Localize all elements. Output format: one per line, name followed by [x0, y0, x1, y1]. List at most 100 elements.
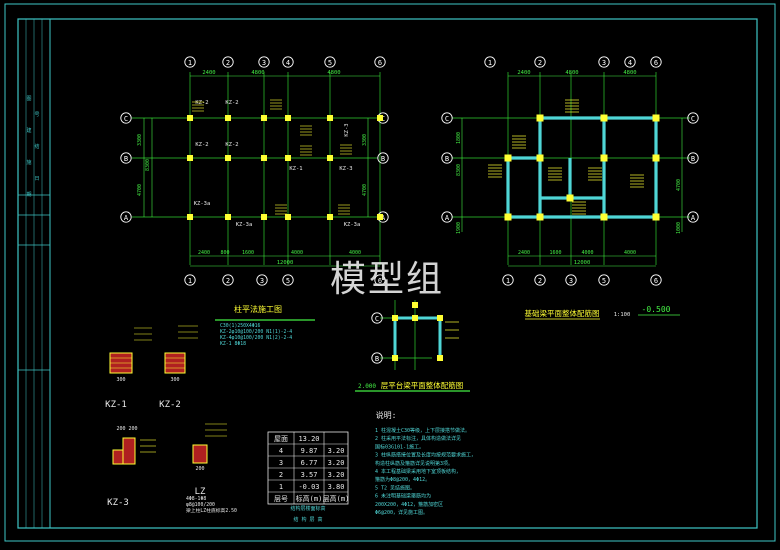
dim-bottom-0: 2400	[198, 250, 210, 256]
outer-frame	[4, 3, 776, 542]
table-cell-5-2: 层高(m)	[323, 494, 350, 503]
column-label-1: KZ-2	[225, 100, 238, 106]
lz-section	[192, 444, 208, 464]
dim-top-1: 4800	[251, 70, 264, 76]
column-6	[187, 155, 193, 161]
axis-right-A-circle	[687, 211, 699, 223]
axis-bottom-5-circle	[282, 274, 294, 286]
axis-bottom-2-circle	[534, 274, 546, 286]
dim-top-2: 4800	[327, 70, 340, 76]
axis-left-B-circle	[120, 152, 132, 164]
note-line-0: 1 柱混凝土C30等级，上下层接搭节做法。	[375, 427, 470, 434]
table-cell-4-2: 3.80	[328, 483, 345, 491]
column-plan-title: 柱平法施工图	[234, 304, 282, 314]
axis-right-B: B	[691, 155, 695, 163]
note-line-9: 200X200，4Φ12，箍筋加密区	[375, 501, 443, 508]
beam-axis-C: C	[375, 315, 379, 323]
axis-top-3: 3	[262, 59, 266, 67]
axis-right-A: A	[381, 214, 386, 222]
foundation-column-11	[566, 194, 574, 202]
table-cell-1-0: 4	[279, 447, 283, 455]
axis-top-6-circle	[374, 56, 386, 68]
column-15	[327, 214, 333, 220]
foundation-scale: 1:100	[614, 312, 631, 318]
beam-column-2	[392, 355, 398, 361]
axis-bottom-3: 3	[569, 277, 573, 285]
axis-top-1-circle	[184, 56, 196, 68]
column-4	[327, 115, 333, 121]
lz-dim: 200	[195, 466, 204, 472]
dim-left-1: 8300	[456, 164, 462, 176]
axis-left-B-circle	[441, 152, 453, 164]
table-cell-2-0: 3	[279, 459, 283, 467]
axis-top-2: 2	[538, 59, 542, 67]
beam-column-3	[437, 355, 443, 361]
dim-bottom-1: 800	[220, 250, 229, 256]
axis-top-4: 4	[286, 59, 290, 67]
column-3	[285, 115, 291, 121]
dim-bottom-1: 1600	[549, 250, 561, 256]
axis-bottom-6: 6	[378, 277, 382, 285]
dim-top-0: 2400	[202, 70, 215, 76]
foundation-column-0	[536, 114, 544, 122]
column-label-8: KZ-3a	[236, 222, 253, 228]
axis-top-6-circle	[650, 56, 662, 68]
beam-column-1	[437, 315, 443, 321]
column-label-9: KZ-3a	[344, 222, 361, 228]
column-11	[187, 214, 193, 220]
foundation-column-5	[600, 154, 608, 162]
column-label-7: KZ-3a	[194, 201, 211, 207]
table-cell-3-0: 2	[279, 471, 283, 479]
axis-bottom-6: 6	[654, 277, 658, 285]
table-cell-0-1: 13.20	[298, 435, 319, 443]
beam-axis-C-circle	[371, 312, 383, 324]
column-note-1: KZ-2φ10@100/200 N1(1)-2-4	[220, 329, 292, 335]
dim-overall: 12000	[574, 260, 591, 266]
foundation-level: -0.500	[642, 305, 671, 314]
dim-bottom-3: 4000	[291, 250, 303, 256]
table-cell-1-2: 3.20	[328, 447, 345, 455]
dim-top-1: 4800	[565, 70, 578, 76]
strip-text: 建	[26, 127, 31, 134]
axis-top-5-circle	[324, 56, 336, 68]
dim-bottom-4: 4000	[349, 250, 361, 256]
foundation-column-10	[652, 213, 660, 221]
axis-bottom-2-circle	[222, 274, 234, 286]
axis-bottom-6-circle	[650, 274, 662, 286]
axis-bottom-1-circle	[184, 274, 196, 286]
table-cell-5-0: 层号	[274, 495, 288, 503]
table-cell-4-1: -0.03	[298, 483, 319, 491]
column-2	[261, 115, 267, 121]
column-note-3: KZ-1 8Φ18	[220, 341, 246, 347]
lz-note-0: 4Φ8-1Φ8	[186, 496, 206, 502]
dim-right-0: 3300	[362, 134, 368, 146]
foundation-column-8	[536, 213, 544, 221]
column-9	[285, 155, 291, 161]
beam-plan-title: 层平台梁平面整体配筋图	[381, 380, 464, 390]
lz-note-2: 梁上柱LZ柱底标高2.50	[186, 507, 237, 514]
table-caption-2: 结 构 层 高	[293, 516, 322, 523]
dim-overall: 12000	[277, 260, 294, 266]
axis-bottom-5: 5	[602, 277, 606, 285]
axis-bottom-3-circle	[256, 274, 268, 286]
axis-left-C-circle	[441, 112, 453, 124]
column-label-2: KZ-3	[344, 123, 350, 136]
table-cell-4-0: 1	[279, 483, 283, 491]
dim-bottom-3: 4000	[624, 250, 636, 256]
dim-top-0: 2400	[517, 70, 530, 76]
axis-bottom-2: 2	[226, 277, 230, 285]
dim-right-1: 4700	[362, 184, 368, 196]
dim-left-1: 8300	[145, 159, 151, 171]
table-cell-1-1: 9.87	[301, 447, 318, 455]
design-notes: 说明:1 柱混凝土C30等级，上下层接搭节做法。2 柱采用平法标注，具体构造做法…	[375, 410, 476, 516]
beam-column-0	[392, 315, 398, 321]
column-label-0: KZ-2	[195, 100, 208, 106]
axis-top-3-circle	[598, 56, 610, 68]
foundation-column-6	[652, 154, 660, 162]
dim-bottom-0: 2400	[518, 250, 530, 256]
strip-text: 图	[26, 96, 31, 102]
column-16	[377, 214, 383, 220]
beam-column-5	[412, 302, 418, 308]
kz2-dim: 300	[170, 377, 179, 383]
